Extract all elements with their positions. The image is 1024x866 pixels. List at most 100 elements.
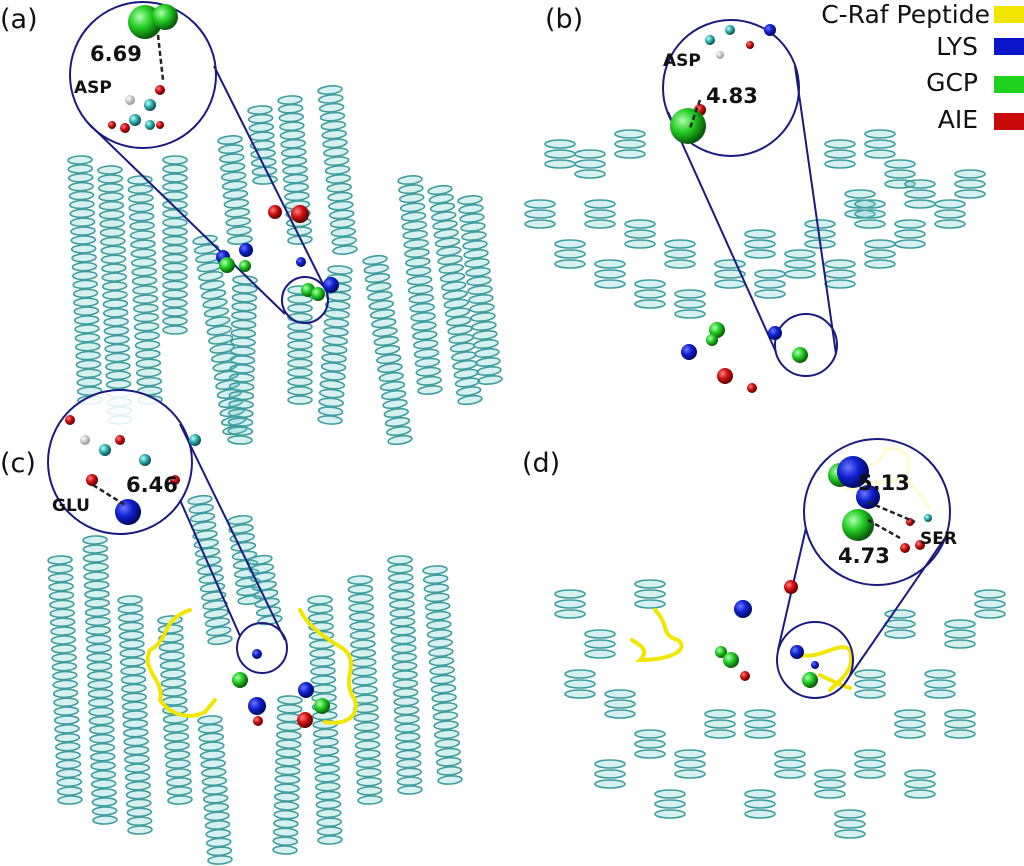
- helix: [67, 155, 103, 405]
- helix: [864, 239, 896, 269]
- atom-spheres: [65, 4, 932, 728]
- aie-atom: [915, 540, 925, 550]
- helix: [564, 669, 596, 699]
- helix: [904, 179, 936, 209]
- lys-atom: [239, 243, 253, 257]
- helix: [544, 139, 576, 169]
- lys-atom: [811, 661, 819, 669]
- helix: [714, 259, 746, 289]
- carbon-atom: [129, 114, 141, 126]
- legend-swatch-gcp: [994, 76, 1024, 93]
- helix: [744, 229, 776, 259]
- helix: [974, 589, 1006, 619]
- lys-atom: [837, 456, 869, 488]
- helix: [854, 749, 886, 779]
- legend-swatch-peptide: [994, 6, 1024, 23]
- helix: [834, 809, 866, 839]
- residue-label-c: GLU: [52, 496, 90, 516]
- helix: [954, 169, 986, 199]
- lys-atom: [734, 600, 752, 618]
- lys-atom: [323, 277, 339, 293]
- aie-atom: [156, 121, 164, 129]
- gcp-atom: [219, 257, 235, 273]
- legend-label-peptide: C-Raf Peptide: [821, 0, 990, 29]
- helix: [307, 595, 343, 845]
- distance-lines: [92, 34, 916, 540]
- distance-label-b: 4.83: [706, 84, 758, 108]
- aie-atom: [253, 716, 263, 726]
- helix: [217, 135, 253, 245]
- hydrogen-atom: [125, 95, 135, 105]
- helix: [127, 175, 163, 405]
- gcp-atom: [715, 646, 727, 658]
- helix: [584, 199, 616, 229]
- gcp-atom: [842, 509, 874, 541]
- helix: [187, 494, 233, 646]
- aie-atom: [740, 671, 750, 681]
- helix: [397, 175, 443, 395]
- zoom-callouts: [47, 1, 951, 699]
- helix: [47, 555, 83, 805]
- hydrogen-atom: [716, 51, 724, 59]
- helix: [774, 749, 806, 779]
- gcp-atom: [311, 287, 325, 301]
- helix: [157, 615, 193, 805]
- residue-label-b: ASP: [663, 51, 701, 71]
- lys-atom: [252, 649, 262, 659]
- helix: [674, 749, 706, 779]
- carbon-atom: [705, 35, 715, 45]
- helix: [904, 769, 936, 799]
- helix: [277, 95, 313, 245]
- legend-label-gcp: GCP: [926, 68, 978, 97]
- lys-atom: [298, 682, 314, 698]
- panel-label-a: (a): [0, 4, 38, 35]
- carbon-atom: [99, 444, 111, 456]
- helix: [894, 219, 926, 249]
- helix: [934, 199, 966, 229]
- peptide-c-right: [298, 608, 358, 725]
- helix: [674, 289, 706, 319]
- lys-atom: [768, 326, 782, 340]
- helix: [614, 129, 646, 159]
- gcp-atom: [706, 334, 718, 346]
- helix: [387, 555, 423, 795]
- helix: [584, 629, 616, 659]
- helix: [654, 789, 686, 819]
- aie-atom: [291, 205, 309, 223]
- helix: [624, 219, 656, 249]
- peptide-d-small: [798, 645, 854, 692]
- helix: [97, 165, 133, 425]
- panel-label-c: (c): [0, 448, 36, 479]
- helix: [824, 139, 856, 169]
- helix: [944, 709, 976, 739]
- helix: [162, 155, 188, 335]
- carbon-atom: [725, 25, 735, 35]
- gcp-atom: [670, 108, 706, 144]
- carbon-atom: [189, 434, 201, 446]
- aie-atom: [717, 368, 733, 384]
- helix: [457, 195, 503, 385]
- helix: [854, 199, 886, 229]
- helix: [287, 285, 313, 405]
- helix: [554, 239, 586, 269]
- aie-atom: [108, 121, 116, 129]
- aie-atom: [900, 543, 910, 553]
- lys-atom: [296, 257, 306, 267]
- aie-atom: [784, 580, 798, 594]
- helix: [197, 715, 233, 865]
- helix: [784, 249, 816, 279]
- helix: [704, 709, 736, 739]
- aie-atom: [155, 85, 165, 95]
- callout-a: [69, 1, 329, 324]
- helix: [814, 769, 846, 799]
- legend-label-aie: AIE: [938, 105, 978, 134]
- residue-label-a: ASP: [74, 78, 112, 98]
- helix: [594, 759, 626, 789]
- aie-atom: [86, 474, 98, 486]
- lys-atom: [790, 645, 804, 659]
- aie-atom: [297, 712, 313, 728]
- helix: [634, 729, 666, 759]
- helix: [604, 689, 636, 719]
- callout-c: [47, 389, 288, 674]
- helix: [362, 254, 413, 446]
